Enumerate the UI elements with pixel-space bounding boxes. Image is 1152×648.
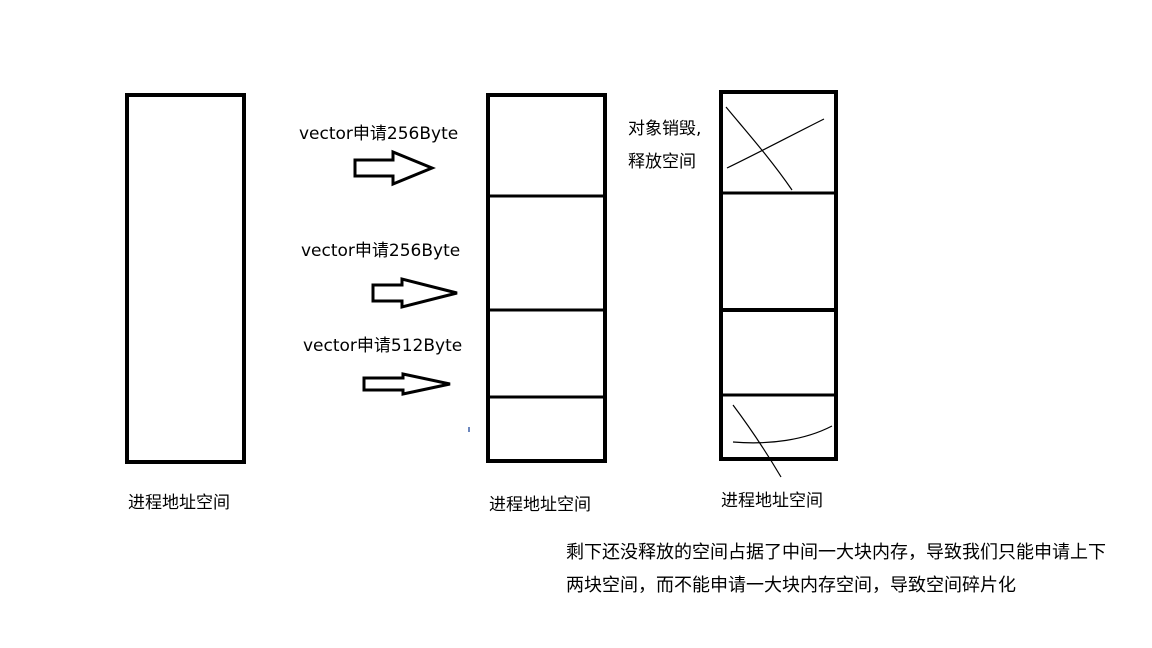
freed-block-top-cross-mark (725, 106, 825, 191)
release-note-line-2: 释放空间 (628, 152, 696, 172)
arrow-request-3 (362, 372, 451, 396)
freed-block-bottom-cross-mark (732, 404, 833, 478)
request-label-1: vector申请256Byte (299, 124, 459, 144)
caption-space-left: 进程地址空间 (128, 493, 230, 513)
caption-space-right: 进程地址空间 (721, 491, 823, 511)
summary-line-1: 剩下还没释放的空间占据了中间一大块内存，导致我们只能申请上下 (566, 542, 1106, 563)
request-label-3: vector申请512Byte (303, 336, 463, 356)
right-space-outline (719, 90, 838, 461)
arrow-request-2 (371, 277, 458, 309)
address-space-allocated (486, 93, 607, 463)
summary-line-2: 两块空间，而不能申请一大块内存空间，导致空间碎片化 (566, 575, 1016, 596)
arrow-request-1 (353, 149, 436, 187)
request-label-2: vector申请256Byte (301, 241, 461, 261)
middle-space-outline (486, 93, 607, 463)
caption-space-middle: 进程地址空间 (489, 495, 591, 515)
address-space-fragmented (719, 90, 838, 478)
address-space-empty (125, 93, 246, 464)
release-note-line-1: 对象销毁, (628, 119, 702, 139)
